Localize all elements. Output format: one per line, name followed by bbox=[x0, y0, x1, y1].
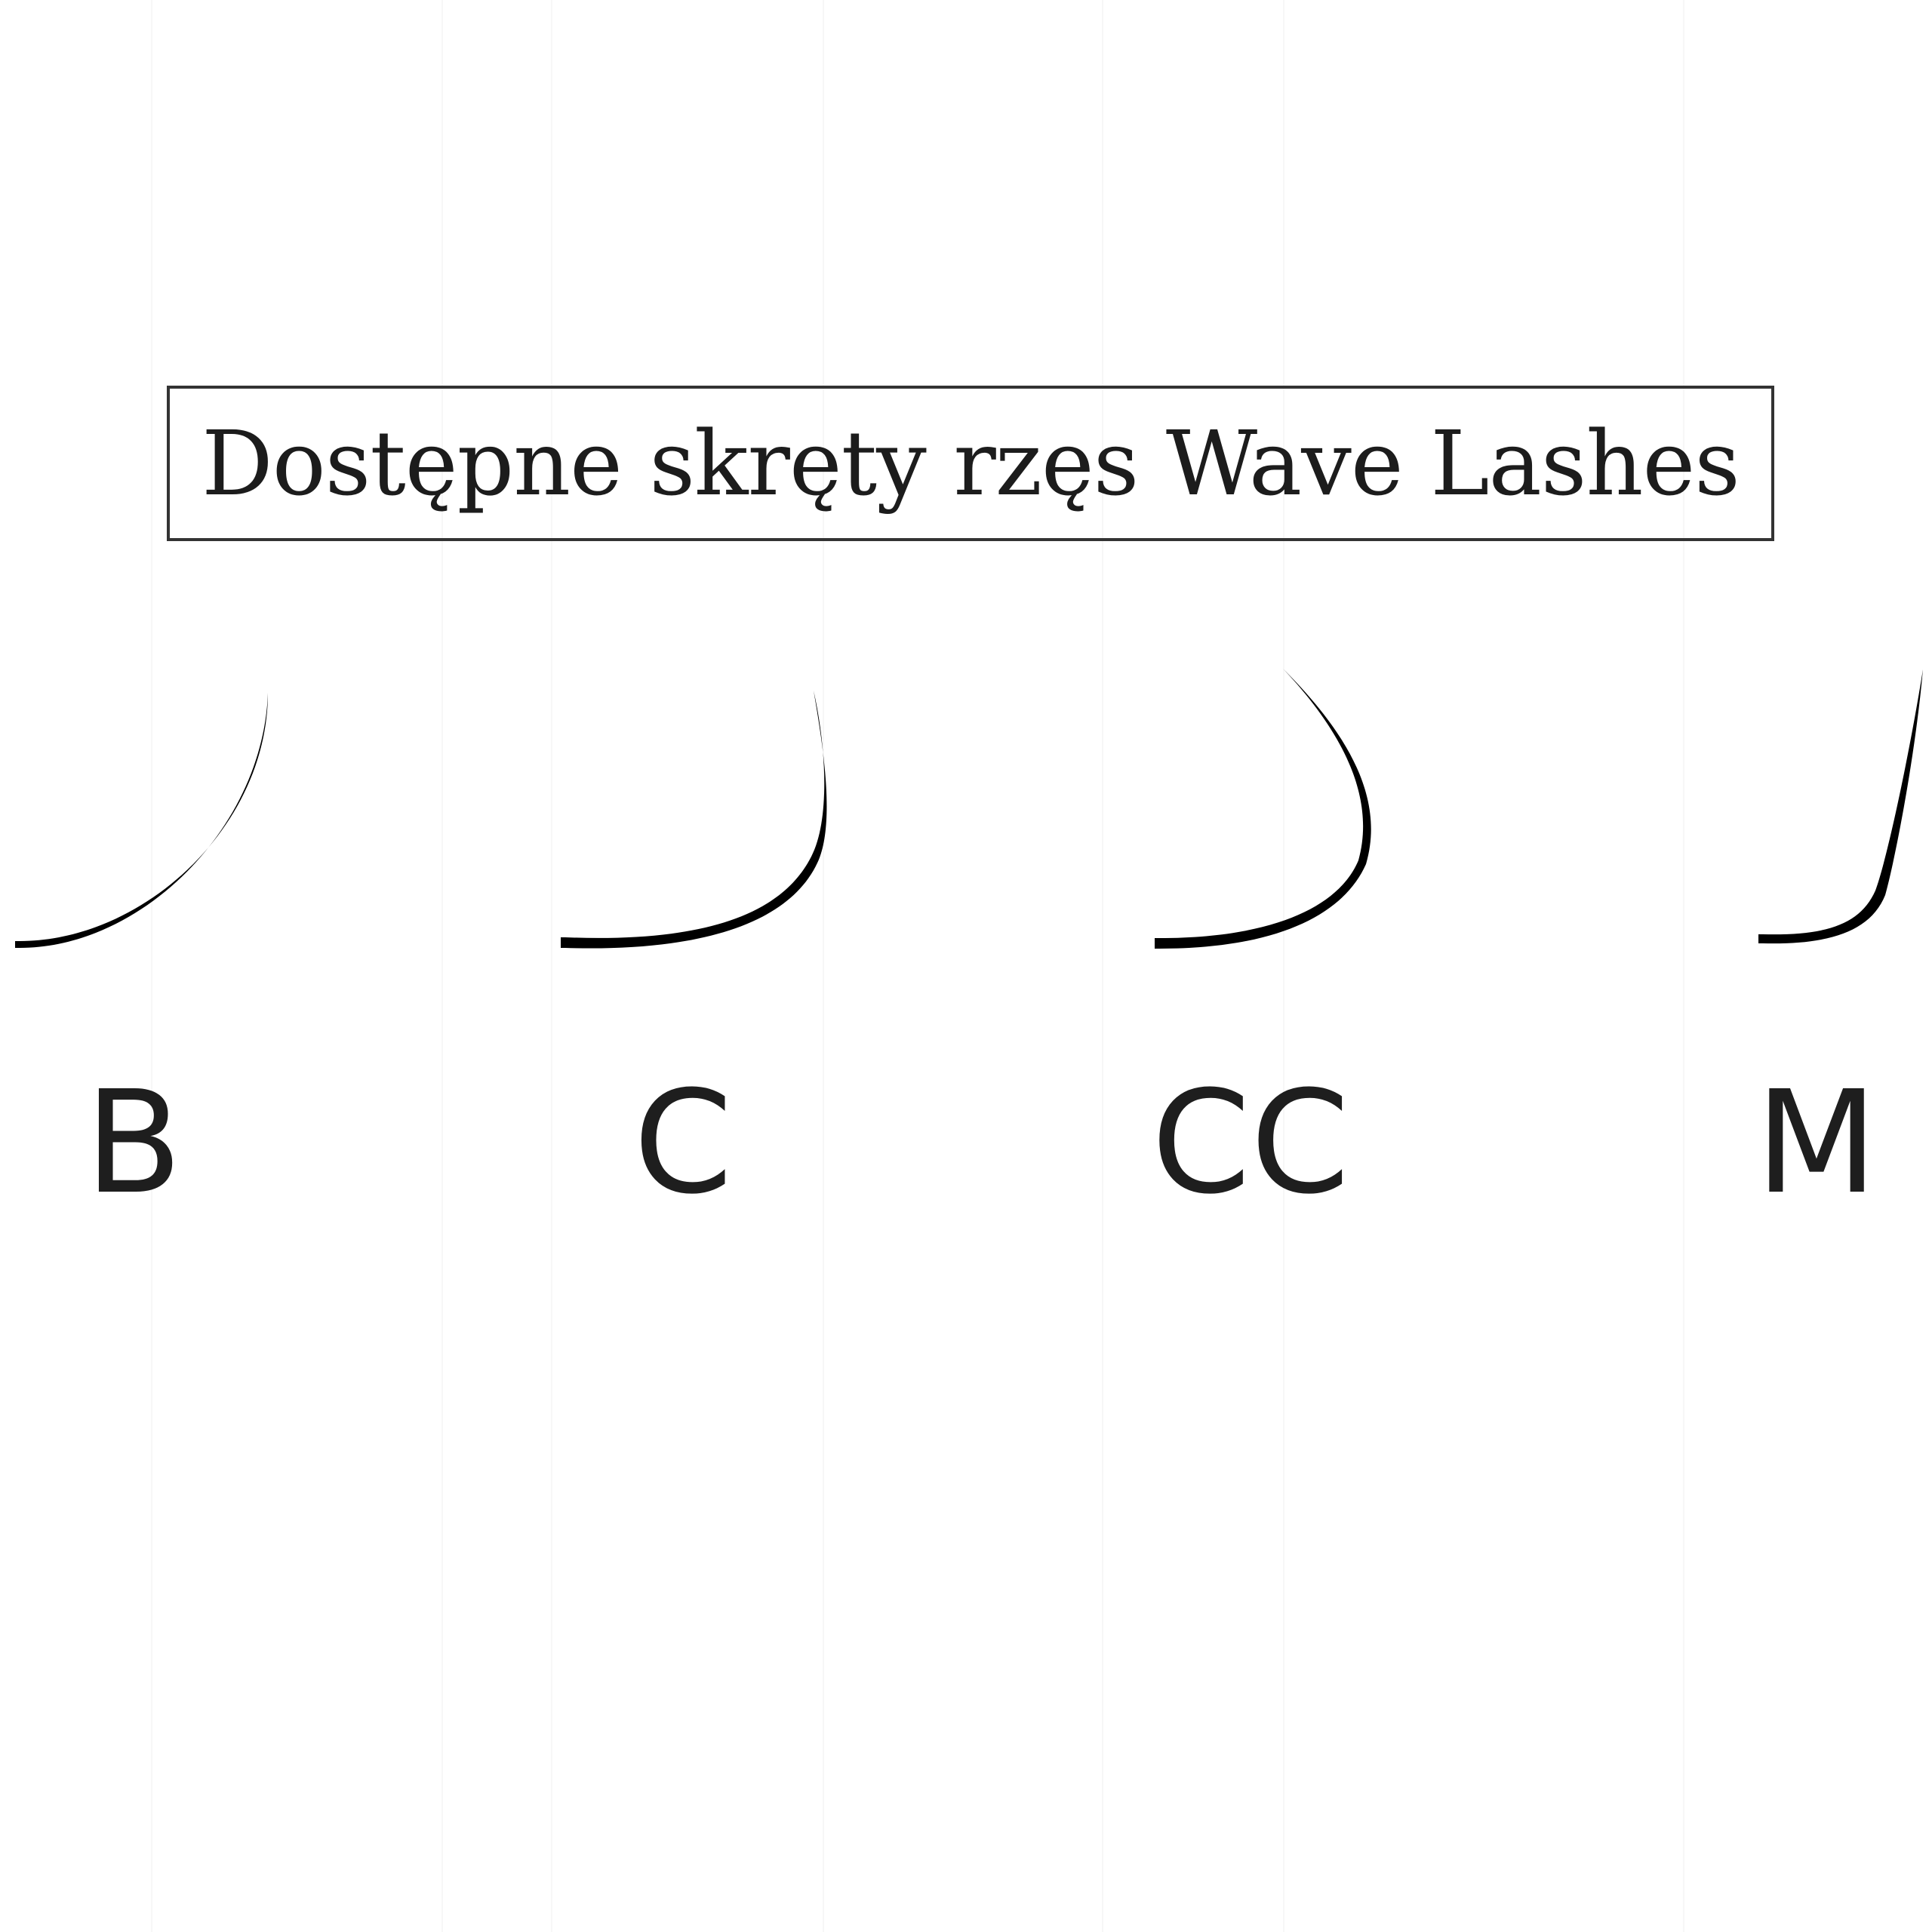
lash-curve-b bbox=[15, 693, 268, 948]
lash-curve-m bbox=[1758, 669, 1923, 944]
curl-label-b: B bbox=[85, 1060, 183, 1226]
page-title: Dostępne skręty rzęs Wave Lashes bbox=[202, 411, 1740, 515]
background-stripe bbox=[551, 0, 552, 1932]
curl-label-cc: CC bbox=[1151, 1060, 1350, 1226]
background-stripe bbox=[151, 0, 152, 1932]
curl-label-m: M bbox=[1755, 1060, 1878, 1226]
curl-label-c: C bbox=[633, 1060, 733, 1226]
background-stripe bbox=[823, 0, 824, 1932]
background-stripe bbox=[1102, 0, 1103, 1932]
lash-curve-c bbox=[561, 691, 827, 949]
lash-curve-cc bbox=[1155, 669, 1371, 949]
background-stripe bbox=[441, 0, 443, 1932]
background-stripe bbox=[1283, 0, 1284, 1932]
background-stripe bbox=[1683, 0, 1684, 1932]
title-frame: Dostępne skręty rzęs Wave Lashes bbox=[167, 386, 1774, 541]
